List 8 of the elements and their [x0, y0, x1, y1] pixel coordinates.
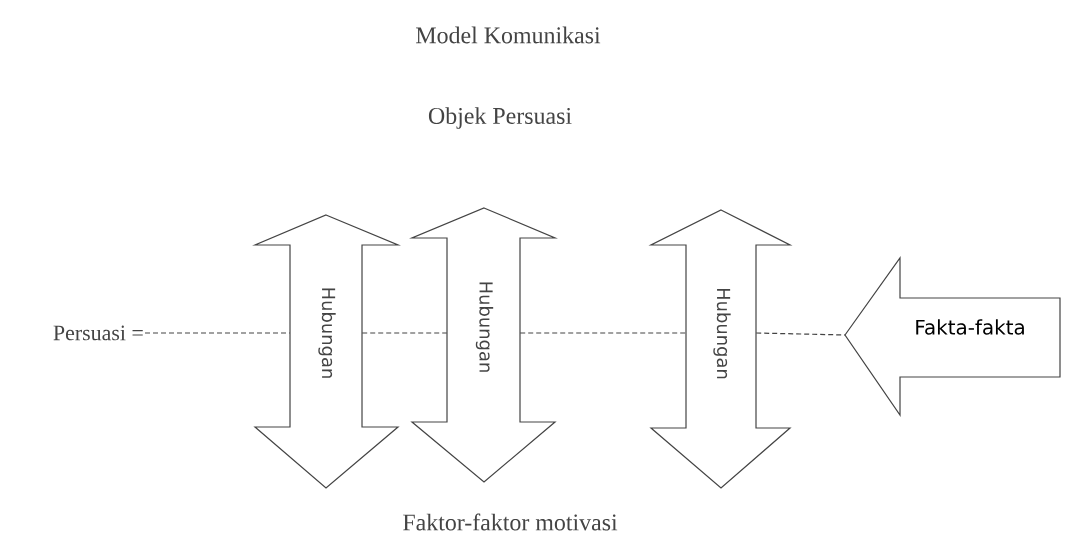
text-label: Persuasi = [53, 325, 143, 341]
dashed-line [755, 332, 846, 336]
dashed-line [144, 332, 291, 334]
dashed-line [519, 332, 687, 334]
title: Model Komunikasi [416, 26, 601, 44]
text-label: Objek Persuasi [428, 107, 572, 129]
dashed-line [361, 332, 448, 334]
text-label: Faktor-faktor motivasi [403, 513, 618, 531]
